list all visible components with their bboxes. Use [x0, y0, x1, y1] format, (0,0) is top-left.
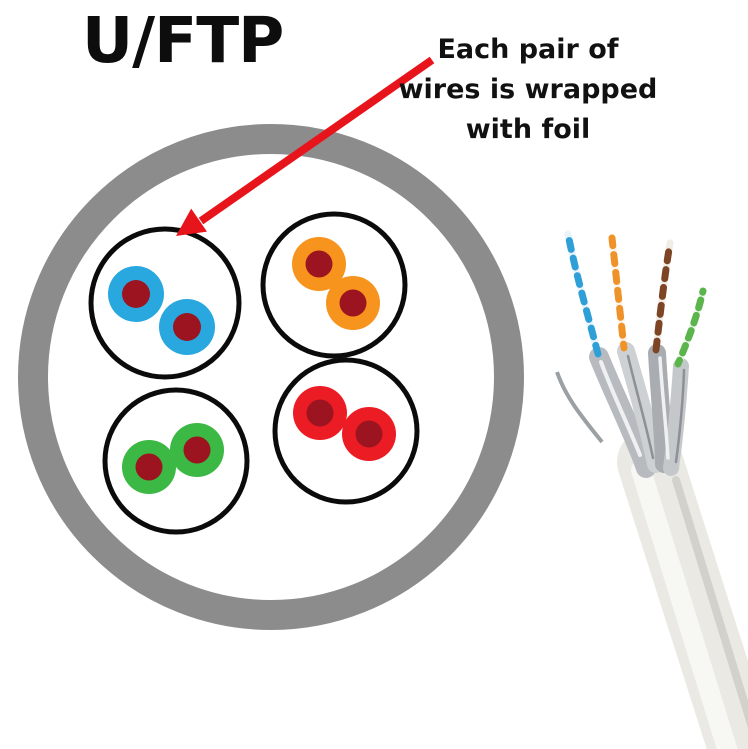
red-wire-conductors: [306, 399, 383, 448]
photo-twisted-pairs: [564, 230, 707, 368]
foil-wrapped-pair-green: [102, 387, 250, 535]
foil-crease-2: [674, 368, 686, 464]
foil-bundle-4: [663, 358, 689, 476]
photo-foil-pairs: [589, 342, 689, 478]
green-wire-conductors: [135, 436, 211, 481]
page-title: U/FTP: [82, 4, 284, 77]
foil-wrapped-pair-red: [272, 357, 420, 505]
annotation-callout: Each pair of wires is wrapped with foil: [372, 30, 684, 150]
cable-photo: [555, 230, 748, 749]
foil-bundle-3: [648, 344, 673, 473]
twisted-pair-blue: [564, 230, 602, 358]
foil-wrapped-pair-orange: [260, 211, 408, 359]
annotation-line-1: Each pair of: [437, 34, 619, 65]
twisted-pair-orange: [608, 234, 628, 352]
photo-cable-jacket: [617, 429, 748, 749]
foil-highlight-1: [599, 360, 642, 457]
photo-drain-wire: [555, 371, 604, 444]
arrow-head: [176, 208, 207, 236]
arrow-icon: [176, 56, 435, 236]
cable-jacket-ring: [18, 124, 524, 630]
photo-jacket-highlight: [631, 460, 738, 749]
foil-highlight-2: [658, 356, 670, 460]
foil-crease-1: [626, 354, 655, 460]
annotation-line-2: wires is wrapped: [398, 74, 658, 105]
blue-wire-conductors: [122, 280, 201, 341]
annotation-line-3: with foil: [465, 114, 591, 145]
twisted-pair-brown: [652, 239, 674, 354]
twisted-pair-green: [674, 287, 707, 368]
orange-wire-conductors: [305, 250, 367, 317]
foil-wrapped-pair-blue: [88, 226, 242, 380]
arrow-shaft: [198, 56, 435, 225]
cross-section-diagram: [18, 124, 524, 630]
